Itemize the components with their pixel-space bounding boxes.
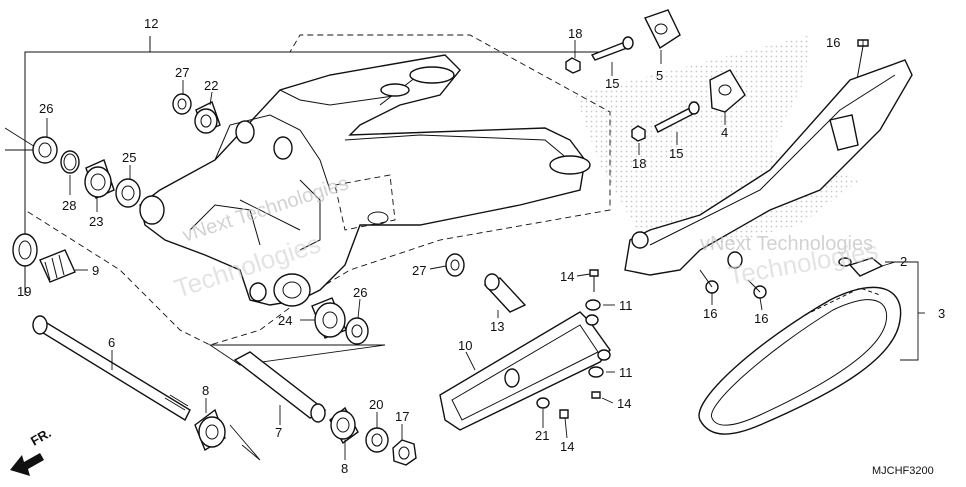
label-18-lower: 18 (632, 156, 646, 171)
label-10: 10 (458, 338, 472, 353)
label-25: 25 (122, 150, 136, 165)
front-direction-icon (10, 453, 44, 476)
drive-chain-3 (698, 286, 902, 435)
bushing-8-left (194, 408, 226, 452)
pivot-bolt-6 (32, 315, 191, 421)
washer-20 (365, 427, 389, 453)
label-11-lower: 11 (619, 365, 633, 380)
leader-lines (24, 40, 925, 460)
label-14-upper: 14 (560, 269, 574, 284)
label-9: 9 (92, 263, 99, 278)
label-4: 4 (721, 125, 728, 140)
bolt-14-middle (591, 391, 601, 399)
label-26-left: 26 (39, 101, 53, 116)
nut-18-upper (565, 57, 581, 74)
chain-slider-10 (439, 311, 611, 431)
label-2: 2 (900, 254, 907, 269)
label-16-top: 16 (826, 35, 840, 50)
diagram-code: MJCHF3200 (872, 465, 934, 477)
chain-group-bracket (885, 261, 919, 361)
label-26-right: 26 (353, 285, 367, 300)
label-5: 5 (656, 68, 663, 83)
needle-bearing-22 (194, 101, 221, 134)
ball-bearing-25 (115, 178, 141, 208)
label-7: 7 (275, 425, 282, 440)
bolt-16-lower-left (699, 269, 719, 294)
needle-bearing-24 (311, 297, 347, 339)
bolt-15-lower (654, 101, 700, 133)
label-16-lower-left: 16 (703, 306, 717, 321)
dust-seal-27-upper (172, 93, 192, 115)
label-15-lower: 15 (669, 146, 683, 161)
label-16-lower-right: 16 (754, 311, 768, 326)
bolt-14-upper (589, 269, 599, 292)
dust-seal-27-lower (445, 253, 465, 277)
label-19: 19 (17, 284, 31, 299)
bolt-14-lower (559, 409, 569, 419)
label-3: 3 (938, 306, 945, 321)
label-23: 23 (89, 214, 103, 229)
label-15-upper: 15 (605, 76, 619, 91)
collar-13 (483, 273, 527, 313)
label-22: 22 (204, 78, 218, 93)
label-27-upper: 27 (175, 65, 189, 80)
label-20: 20 (369, 397, 383, 412)
label-11-upper: 11 (619, 298, 633, 313)
pivot-adjust-bolt-9 (39, 249, 76, 283)
front-direction-label: FR. (28, 425, 54, 448)
chain-case (624, 59, 913, 276)
bolt-15-upper (590, 36, 634, 61)
chain-guide-plate-4 (709, 69, 746, 113)
swingarm-body (139, 54, 591, 307)
label-14-lower: 14 (560, 439, 574, 454)
part-number-labels: 12 18 5 16 27 22 15 4 26 18 15 25 28 23 … (17, 16, 945, 476)
slider-5 (644, 9, 681, 50)
washer-11-lower (588, 366, 604, 378)
label-14-middle: 14 (617, 396, 631, 411)
dust-seal-26-right (345, 317, 369, 345)
label-21: 21 (535, 428, 549, 443)
label-28: 28 (62, 198, 76, 213)
label-27-lower: 27 (412, 263, 426, 278)
swingarm-assembly-bracket (24, 36, 604, 295)
label-18-upper: 18 (568, 26, 582, 41)
label-24: 24 (278, 313, 292, 328)
label-13: 13 (490, 319, 504, 334)
label-8-left: 8 (202, 383, 209, 398)
label-6: 6 (108, 335, 115, 350)
dust-seal-26-left (32, 136, 58, 164)
bearing-group-lines-right (208, 344, 386, 366)
needle-bearing-23 (84, 159, 115, 199)
assembly-outline (24, 34, 611, 346)
circlip-28 (60, 150, 80, 174)
pivot-nut-19 (12, 233, 38, 267)
watermark-right-line1: vNext Technologies (700, 233, 873, 255)
label-17: 17 (395, 409, 409, 424)
washer-11-upper (585, 299, 601, 311)
washer-21 (536, 397, 550, 409)
bushing-group-lines (229, 424, 261, 461)
bushing-8-right (329, 406, 359, 445)
nut-18-lower (631, 125, 646, 142)
bolt-16-lower-right (747, 279, 767, 299)
pivot-nut-17 (392, 439, 417, 466)
pivot-collar-7 (233, 351, 327, 423)
label-8-right: 8 (341, 461, 348, 476)
label-12: 12 (144, 16, 158, 31)
